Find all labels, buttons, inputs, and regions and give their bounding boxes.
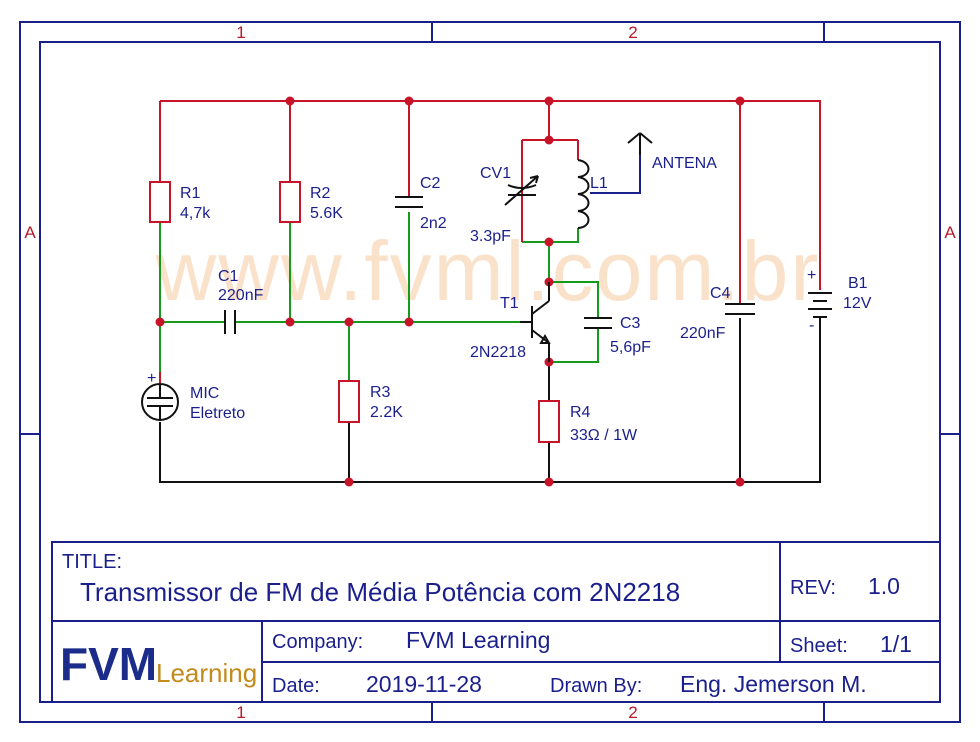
c3-value: 5,6pF xyxy=(610,339,651,356)
logo-fvm-text: FVM xyxy=(60,638,157,690)
r4-value: 33Ω / 1W xyxy=(570,427,638,444)
drawn-by-label: Drawn By: xyxy=(550,675,642,697)
rev-value: 1.0 xyxy=(868,573,900,599)
antenna-label: ANTENA xyxy=(652,155,717,172)
r3-ref: R3 xyxy=(370,384,391,401)
zone-col-2-top: 2 xyxy=(628,23,637,42)
sheet-value: 1/1 xyxy=(880,631,912,657)
t1-value: 2N2218 xyxy=(470,344,526,361)
capacitor-c4 xyxy=(725,303,755,315)
c4-ref: C4 xyxy=(710,285,731,302)
b1-minus: - xyxy=(809,317,814,334)
cv1-value: 3.3pF xyxy=(470,228,511,245)
r1-value: 4,7k xyxy=(180,205,211,222)
c2-value: 2n2 xyxy=(420,215,447,232)
b1-plus: + xyxy=(807,267,816,284)
company-value: FVM Learning xyxy=(406,627,550,653)
r1-ref: R1 xyxy=(180,185,201,202)
logo-learning-text: Learning xyxy=(156,658,257,688)
resistor-r1 xyxy=(149,181,171,223)
drawn-by-value: Eng. Jemerson M. xyxy=(680,671,867,697)
date-value: 2019-11-28 xyxy=(366,671,482,697)
rev-label: REV: xyxy=(790,577,836,599)
fvm-learning-logo: FVM Learning xyxy=(60,638,257,690)
resistor-r2 xyxy=(279,181,301,223)
r3-value: 2.2K xyxy=(370,404,403,421)
zone-col-1-bottom: 1 xyxy=(236,703,245,722)
b1-value: 12V xyxy=(843,295,872,312)
antenna xyxy=(590,132,653,194)
title-block-grid xyxy=(51,541,941,703)
resistor-r4 xyxy=(538,400,560,443)
capacitor-c2 xyxy=(395,196,423,208)
l1-ref: L1 xyxy=(590,175,608,192)
c4-value: 220nF xyxy=(680,325,726,342)
inductor-l1 xyxy=(577,159,590,229)
zone-row-a-right: A xyxy=(944,223,956,242)
title-label: TITLE: xyxy=(62,551,122,573)
c3-ref: C3 xyxy=(620,315,641,332)
cv1-ref: CV1 xyxy=(480,165,511,182)
date-label: Date: xyxy=(272,675,320,697)
c2-ref: C2 xyxy=(420,175,441,192)
resistor-r3 xyxy=(338,380,360,423)
company-label: Company: xyxy=(272,631,363,653)
capacitor-c1 xyxy=(224,310,236,334)
r2-ref: R2 xyxy=(310,185,331,202)
signal-wires xyxy=(159,212,599,381)
variable-capacitor-cv1 xyxy=(504,140,539,242)
mic-value: Eletreto xyxy=(190,405,245,422)
r2-value: 5.6K xyxy=(310,205,343,222)
sheet-label: Sheet: xyxy=(790,635,848,657)
c1-ref: C1 xyxy=(218,268,239,285)
zone-col-2-bottom: 2 xyxy=(628,703,637,722)
capacitor-c3 xyxy=(584,317,612,329)
transistor-t1 xyxy=(520,282,551,362)
zone-row-a-left: A xyxy=(24,223,36,242)
c1-value: 220nF xyxy=(218,287,264,304)
ground-wires xyxy=(159,318,821,483)
r4-ref: R4 xyxy=(570,404,591,421)
zone-col-1-top: 1 xyxy=(236,23,245,42)
t1-ref: T1 xyxy=(500,295,519,312)
mic-ref: MIC xyxy=(190,385,219,402)
mic-plus: + xyxy=(147,370,156,387)
b1-ref: B1 xyxy=(848,275,868,292)
power-rail xyxy=(159,100,821,303)
drawing-title: Transmissor de FM de Média Potência com … xyxy=(80,577,680,607)
watermark: www.fvml.com.br xyxy=(155,224,821,318)
electret-microphone xyxy=(141,372,179,421)
battery-b1 xyxy=(808,292,832,330)
